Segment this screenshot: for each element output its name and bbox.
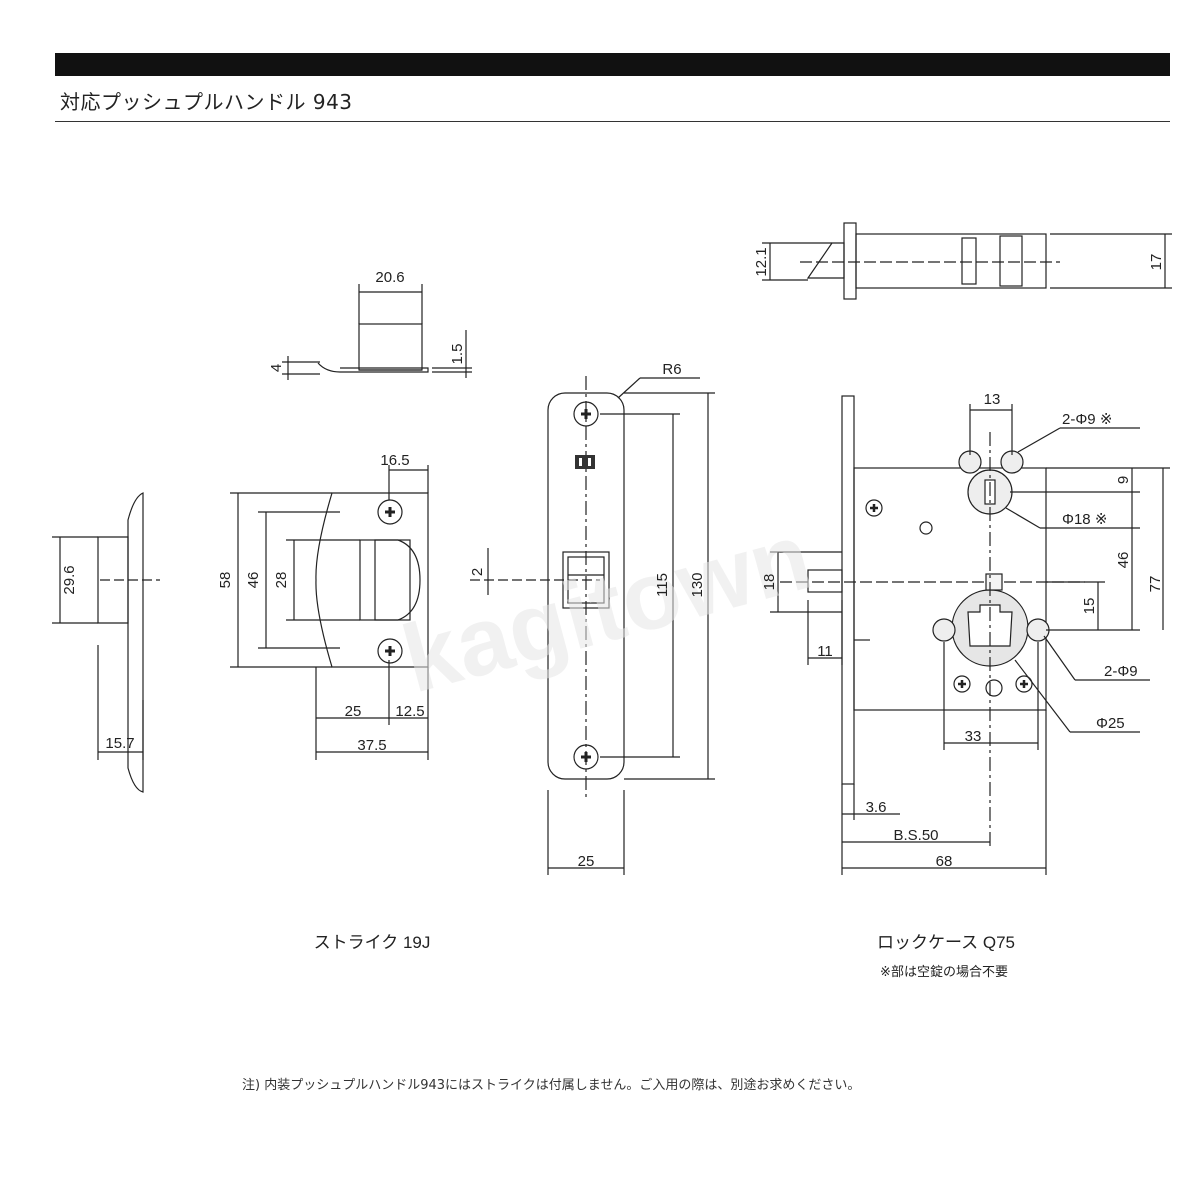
page-title: 対応プッシュプルハンドル 943 — [60, 90, 353, 114]
dim-lockcase-holes-top: 2-Φ9 ※ — [1062, 411, 1112, 428]
dim-faceplate-screw-pitch: 115 — [654, 573, 671, 597]
dim-strike-top-width: 20.6 — [375, 269, 404, 286]
watermark-logo: kagitown — [392, 502, 822, 713]
dim-faceplate-length: 130 — [689, 572, 706, 597]
footnote: 注) 内装プッシュプルハンドル943にはストライクは付属しません。ご入用の際は、… — [242, 1078, 861, 1093]
title-divider — [55, 121, 1170, 122]
dim-lockcase-holes-bottom: 2-Φ9 — [1104, 663, 1138, 680]
lockcase-screw-lower-right — [1015, 675, 1033, 693]
dim-lockcase-latch-height: 18 — [761, 574, 778, 591]
dim-lockcase-hole-spacing: 13 — [984, 391, 1001, 408]
lockcase-caption: ロックケース Q75 — [877, 933, 1015, 952]
dim-strike-box-height: 28 — [273, 572, 290, 589]
dim-faceplate-offset: 2 — [469, 568, 486, 576]
dim-lockcase-lower-offset: 15 — [1081, 598, 1098, 615]
strike-screw-bottom — [377, 638, 403, 664]
dim-lockcase-top-thickness: 12.1 — [753, 247, 770, 276]
faceplate-screw-top — [573, 401, 599, 427]
lockcase-screw-lower-left — [953, 675, 971, 693]
dim-lockcase-mid-height: 46 — [1115, 552, 1132, 569]
strike-front-view — [230, 465, 429, 760]
lockcase-front-view — [770, 395, 1170, 875]
dim-strike-thickness: 1.5 — [449, 344, 466, 365]
dim-strike-hole-offset: 16.5 — [380, 452, 409, 469]
dim-strike-overall-width: 37.5 — [357, 737, 386, 754]
dim-lockcase-bottom-spacing: 33 — [965, 728, 982, 745]
dim-lockcase-top-height: 17 — [1148, 254, 1165, 271]
dim-strike-height-total: 29.6 — [61, 565, 78, 594]
dim-strike-lip-offset: 4 — [268, 364, 285, 372]
dim-lockcase-top-offset: 9 — [1115, 476, 1132, 484]
dim-lockcase-front-thick: 3.6 — [866, 799, 887, 816]
dim-faceplate-width: 25 — [578, 853, 595, 870]
header-bar — [55, 53, 1170, 76]
strike-caption: ストライク 19J — [314, 933, 431, 952]
dim-lockcase-cyl-hole: Φ18 ※ — [1062, 511, 1107, 528]
dim-strike-depth: 15.7 — [105, 735, 134, 752]
strike-side-profile — [52, 492, 160, 793]
faceplate-view — [470, 376, 715, 875]
strike-top-view — [282, 284, 472, 380]
dim-lockcase-latch-proj: 11 — [817, 643, 833, 660]
dim-faceplate-radius: R6 — [662, 361, 681, 378]
dim-lockcase-overall-height: 77 — [1147, 576, 1164, 593]
dim-strike-inner-height: 46 — [245, 572, 262, 589]
lockcase-top-view — [762, 222, 1172, 300]
dim-strike-bottom-right: 12.5 — [395, 703, 424, 720]
dim-lockcase-backset: B.S.50 — [893, 827, 938, 844]
dim-lockcase-spindle: Φ25 — [1096, 715, 1125, 732]
lockcase-note: ※部は空錠の場合不要 — [880, 964, 1008, 979]
dim-strike-bottom-left: 25 — [345, 703, 362, 720]
lockcase-screw-left — [865, 499, 883, 517]
strike-screw-top — [377, 499, 403, 525]
faceplate-screw-bottom — [573, 744, 599, 770]
faceplate-logo-icon — [575, 455, 595, 469]
dim-lockcase-overall-width: 68 — [936, 853, 953, 870]
dim-strike-plate-height: 58 — [217, 572, 234, 589]
